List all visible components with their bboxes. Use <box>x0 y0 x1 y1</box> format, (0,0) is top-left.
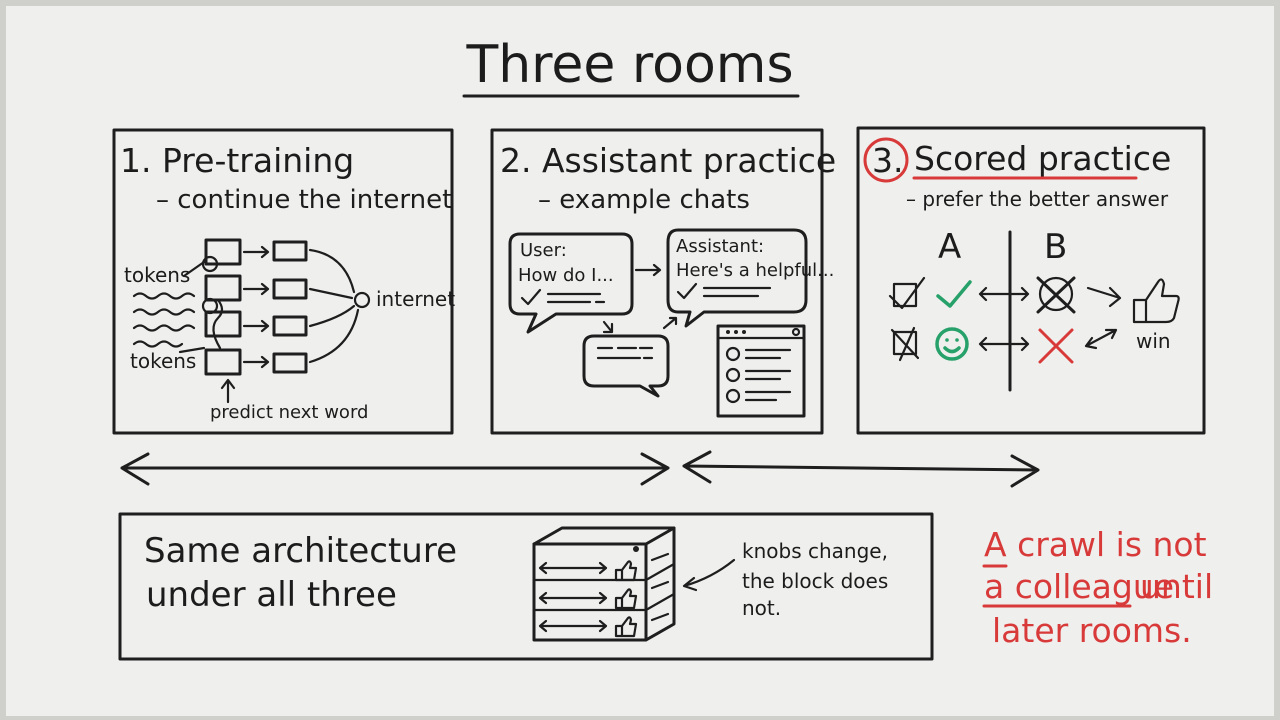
room-1-heading: 1. Pre-training <box>120 141 354 180</box>
smiley-icon <box>725 346 741 362</box>
note-arrow <box>682 558 736 592</box>
board-surface <box>6 6 1274 716</box>
layer-box-5 <box>272 240 308 262</box>
red-note-line-2b: until <box>1140 567 1213 606</box>
green-check-icon <box>936 280 972 308</box>
thumbs-up-icon <box>614 616 638 638</box>
layer-box-2 <box>204 274 242 302</box>
thumbs-up-icon <box>614 560 638 582</box>
option-b-label: B <box>1044 227 1067 267</box>
option-a-label: A <box>938 227 961 267</box>
room-3-panel: 3. Scored practice – prefer the better a… <box>856 126 1206 435</box>
red-note-line-3: later rooms. <box>992 611 1192 650</box>
node-2 <box>201 297 219 315</box>
tokens-label-top: tokens <box>124 263 190 287</box>
smiley-icon <box>725 388 741 404</box>
cross-check-icon <box>890 326 920 362</box>
range-arrow-left <box>120 452 670 486</box>
red-note-line-1: A crawl is not <box>984 525 1207 564</box>
layer-box-6 <box>272 278 308 300</box>
reply-chat-bubble <box>582 334 670 398</box>
tokens-label-bottom: tokens <box>130 349 196 373</box>
user-chat-bubble <box>508 232 634 334</box>
room-1-panel: 1. Pre-training – continue the internet … <box>112 128 455 435</box>
room-1-subtitle: – continue the internet <box>156 185 452 215</box>
layer-box-3 <box>204 310 242 338</box>
assistant-label: Assistant: <box>676 236 764 257</box>
room-3-number: 3. <box>872 141 904 180</box>
assistant-message: Here's a helpful... <box>676 260 834 281</box>
token-squiggle-4 <box>132 340 184 348</box>
red-note-line-2a: a colleague <box>984 567 1174 606</box>
token-squiggle-3 <box>132 324 196 332</box>
layer-box-7 <box>272 315 308 337</box>
thumbs-up-icon <box>1132 278 1180 324</box>
smiley-icon <box>725 367 741 383</box>
architecture-line-1: Same architecture <box>144 531 457 571</box>
room-3-number-circle <box>863 137 909 183</box>
room-2-panel: 2. Assistant practice – example chats Us… <box>490 128 836 435</box>
check-icon <box>888 276 926 310</box>
note-line-2: the block does <box>742 569 888 593</box>
architecture-line-2: under all three <box>146 575 397 615</box>
note-line-1: knobs change, <box>742 539 888 563</box>
red-cross-icon <box>1038 328 1074 364</box>
layer-box-8 <box>272 352 308 374</box>
room-2-heading: 2. Assistant practice <box>500 141 836 180</box>
internet-node <box>353 291 371 309</box>
layer-box-4 <box>204 348 242 376</box>
room-2-subtitle: – example chats <box>538 185 750 215</box>
page-title: Three rooms <box>465 35 793 95</box>
room-3-heading: Scored practice <box>914 139 1171 178</box>
range-arrow-right <box>682 450 1040 488</box>
user-message: How do I... <box>518 265 614 286</box>
red-note: A crawl is not a colleague until later r… <box>982 525 1213 650</box>
token-squiggle-1 <box>132 292 196 300</box>
architecture-panel: Same architecture under all three knobs … <box>118 512 934 661</box>
note-line-3: not. <box>742 596 781 620</box>
layer-box-1 <box>204 238 242 266</box>
room-3-subtitle: – prefer the better answer <box>906 187 1169 211</box>
user-label: User: <box>520 240 567 261</box>
assistant-chat-bubble <box>666 228 808 328</box>
cross-icon <box>1036 276 1076 314</box>
token-squiggle-2 <box>132 308 196 316</box>
thumbs-up-icon <box>614 588 638 610</box>
internet-label: internet <box>376 287 455 311</box>
green-smiley-icon <box>935 327 969 361</box>
chat-window-mock <box>716 324 806 418</box>
predict-label: predict next word <box>210 402 368 423</box>
win-label: win <box>1136 329 1171 353</box>
